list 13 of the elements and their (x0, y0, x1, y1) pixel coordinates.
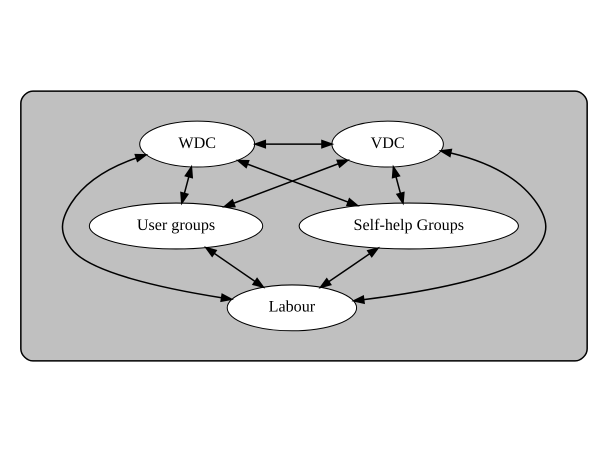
node-ellipse: Self-help Groups (298, 202, 519, 249)
arrow (318, 246, 380, 288)
arrow (392, 164, 405, 205)
arrow (351, 148, 547, 304)
cluster (20, 90, 588, 362)
arrow (62, 153, 234, 302)
arrow (252, 139, 334, 148)
arrow (204, 246, 266, 288)
arrow (236, 159, 360, 206)
node-ellipse: User groups (88, 202, 264, 249)
node-ellipse: Labour (226, 284, 358, 331)
arrow (222, 158, 350, 208)
arrow (180, 164, 194, 205)
